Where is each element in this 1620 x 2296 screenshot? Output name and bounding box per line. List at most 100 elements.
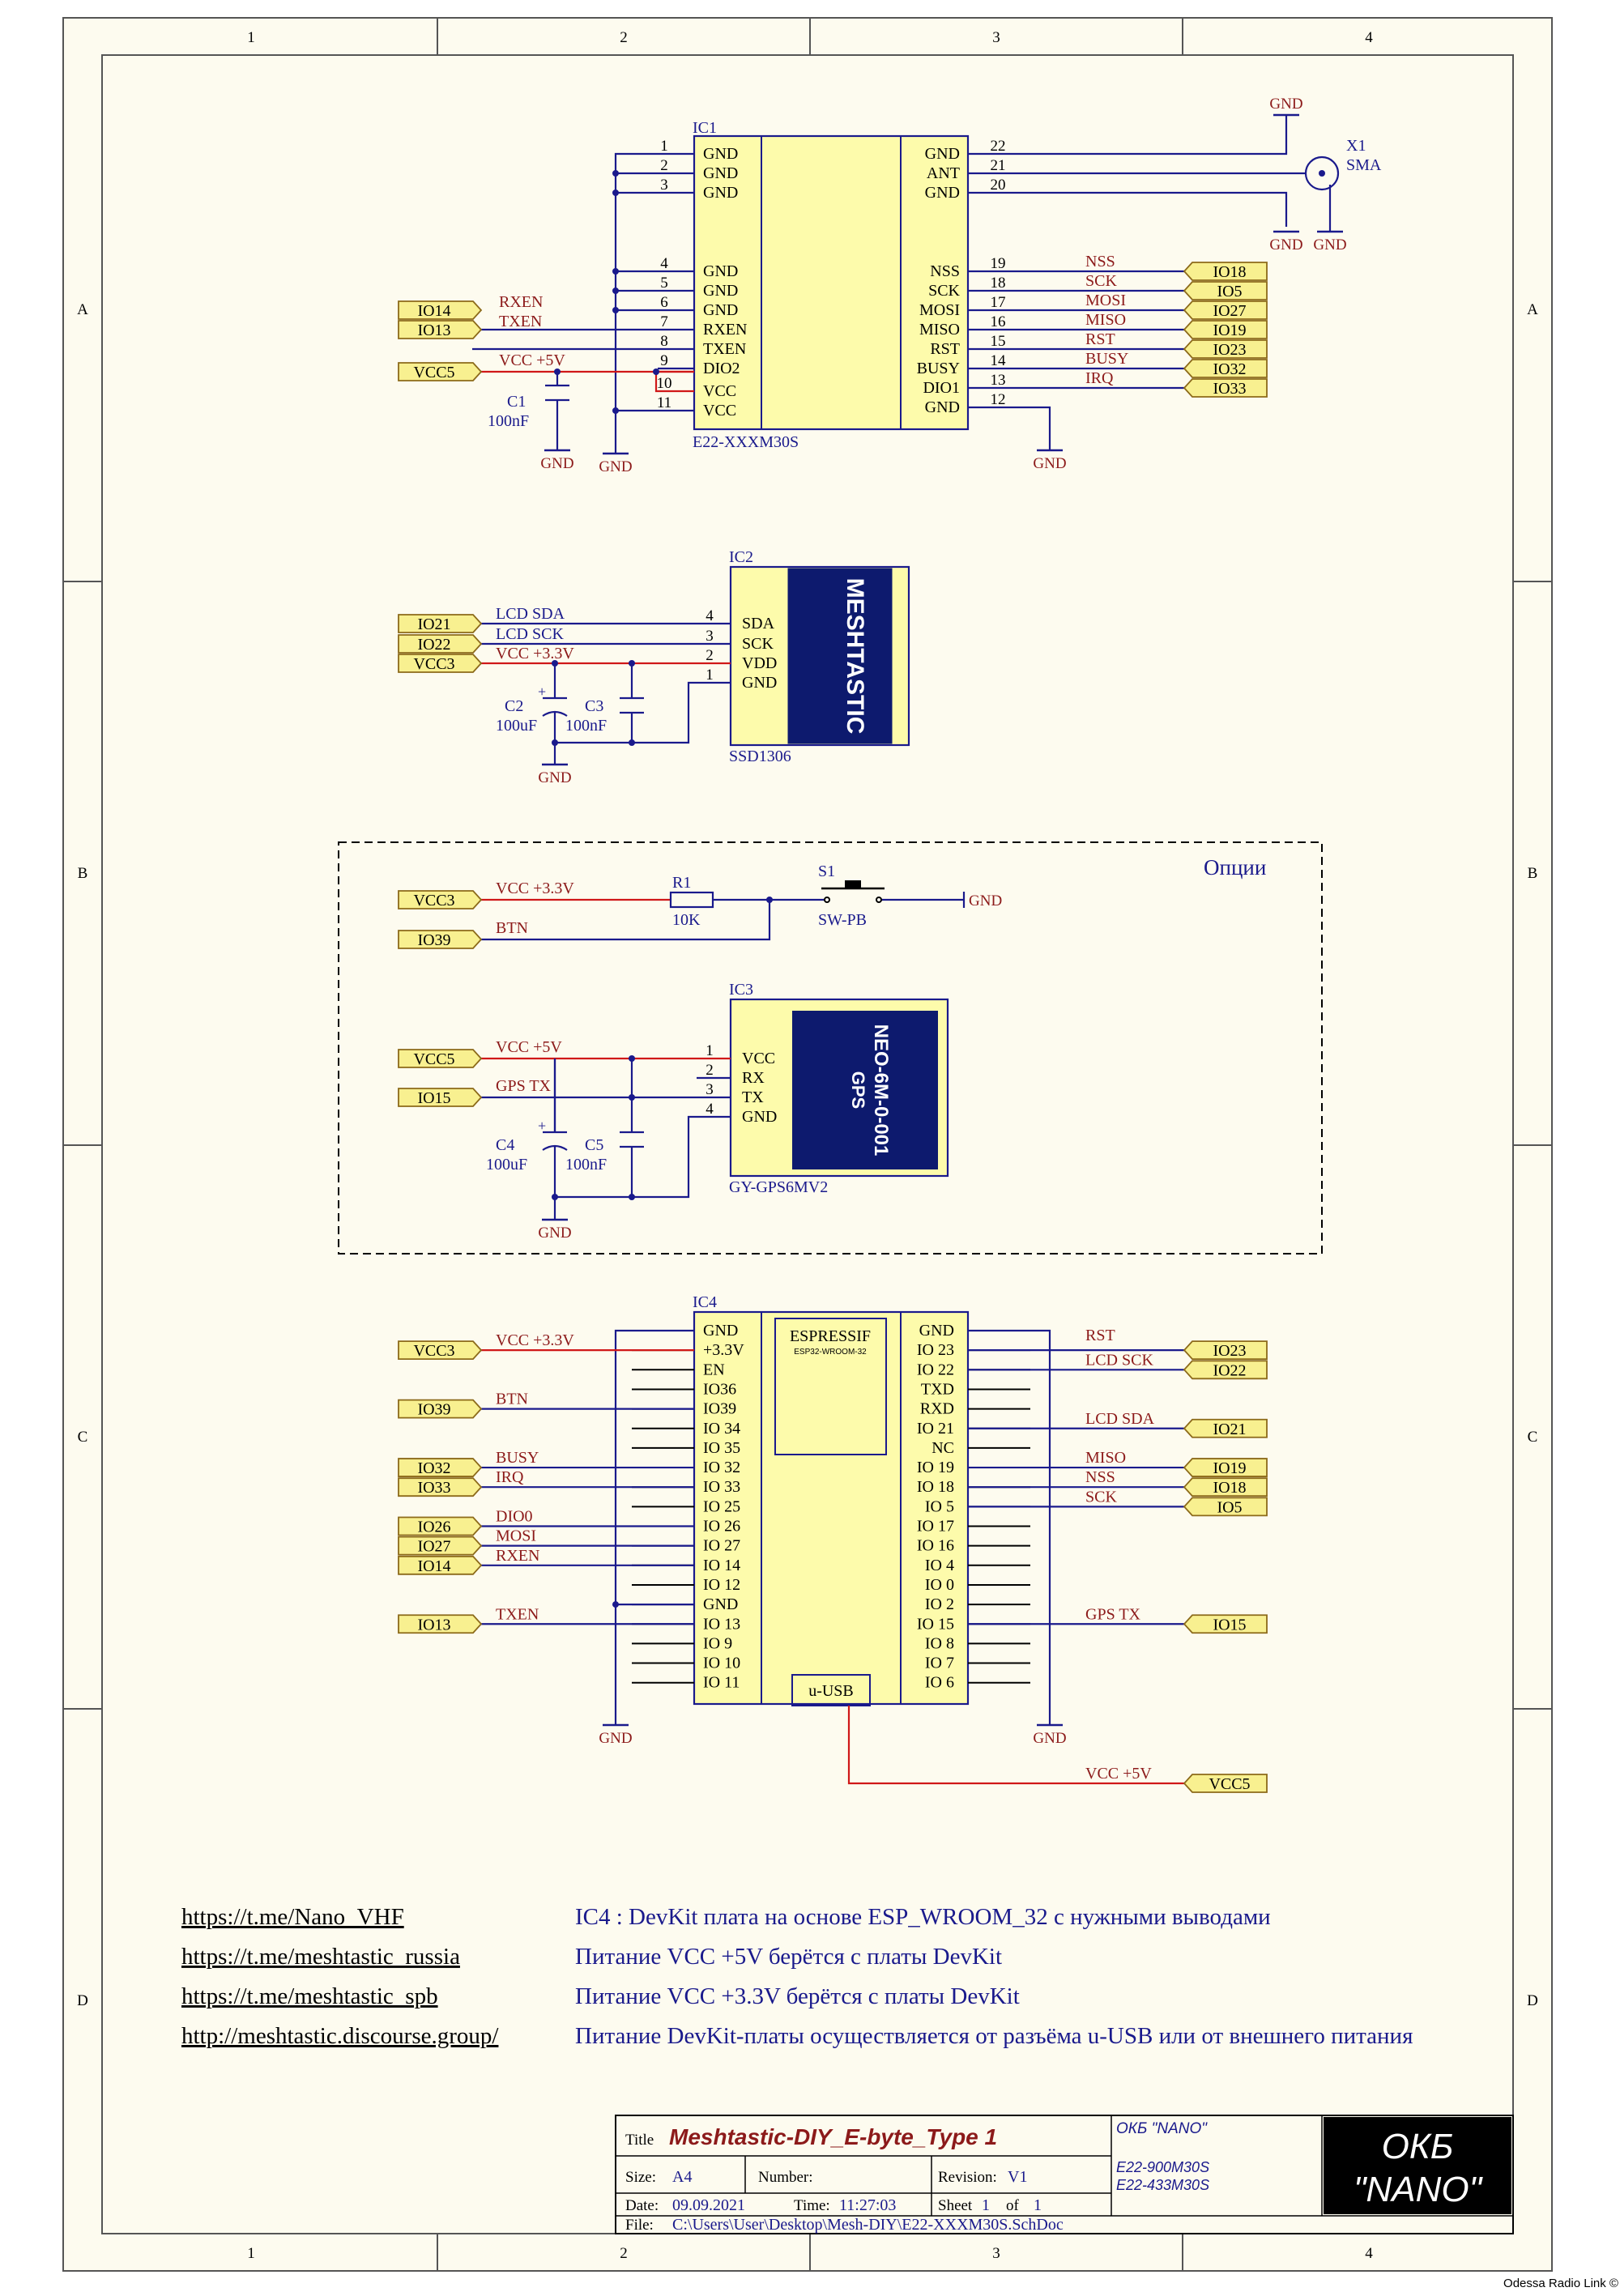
size-label: Size: bbox=[625, 2169, 656, 2186]
file-label: File: bbox=[625, 2217, 654, 2234]
ic4-right-pin: IO 19 bbox=[917, 1459, 954, 1476]
ic4-left-pin: IO 32 bbox=[703, 1459, 740, 1476]
ic2-pin-num: 1 bbox=[706, 667, 714, 684]
gnd-c1: GND bbox=[540, 449, 574, 472]
port-io18-label: IO18 bbox=[1213, 263, 1246, 281]
c5-ref: C5 bbox=[585, 1136, 603, 1154]
link-meshtastic-russia[interactable]: https://t.me/meshtastic_russia bbox=[181, 1944, 460, 1970]
links-list: https://t.me/Nano_VHF https://t.me/mesht… bbox=[181, 1904, 499, 2049]
ic1-net-rxen: RXEN bbox=[499, 293, 543, 311]
ic1-pin-name: RXEN bbox=[703, 321, 747, 339]
border-col-2-bottom: 2 bbox=[620, 2245, 628, 2262]
port-vcc5-label: VCC5 bbox=[413, 364, 454, 381]
ic1-pin-name: GND bbox=[925, 398, 960, 416]
ic4-right-pin: NC bbox=[932, 1439, 954, 1457]
ic4-left-net: TXEN bbox=[496, 1605, 539, 1623]
ic4-body bbox=[693, 1310, 970, 1706]
port-io23: IO23 bbox=[1183, 339, 1268, 359]
ic1-pin-name: GND bbox=[703, 164, 738, 182]
ic4-right-pin: IO 16 bbox=[917, 1537, 954, 1555]
note-devkit-power: Питание DevKit-платы осуществляется от р… bbox=[575, 2023, 1413, 2049]
port-ic4-io26-label: IO26 bbox=[417, 1519, 450, 1536]
ic4-right-net: SCK bbox=[1085, 1488, 1117, 1506]
port-ic4-io27: IO27 bbox=[398, 1536, 483, 1556]
ic4-model: ESP32-WROOM-32 bbox=[794, 1348, 867, 1357]
ic4-right-pin: IO 5 bbox=[925, 1497, 954, 1515]
ic4-right-pin: IO 15 bbox=[917, 1615, 954, 1633]
port-ic4-io33-label: IO33 bbox=[417, 1479, 450, 1497]
ic4-right-pin: RXD bbox=[920, 1400, 954, 1418]
ic1-pin-name: GND bbox=[703, 145, 738, 163]
ic4-esp32-devkit: IC4 ESPRESSIF ESP32-WROOM-32 u-USB GND+3… bbox=[693, 1293, 970, 1706]
c4-capacitor: + C4 100uF bbox=[486, 1118, 568, 1174]
ic1-pin-num: 9 bbox=[660, 352, 668, 369]
port-opt-io39: IO39 bbox=[398, 930, 483, 949]
ic1-pin-num: 21 bbox=[991, 157, 1006, 174]
ic2-pin-name: SCK bbox=[742, 635, 774, 653]
link-meshtastic-discourse[interactable]: http://meshtastic.discourse.group/ bbox=[181, 2023, 499, 2049]
gnd-ant-top: GND bbox=[1269, 96, 1303, 117]
port-io19: IO19 bbox=[1183, 320, 1268, 339]
ic1-net-label: IRQ bbox=[1085, 369, 1114, 387]
logo-line1: ОКБ bbox=[1382, 2127, 1454, 2166]
ic4-right-pin: IO 7 bbox=[925, 1655, 954, 1672]
ic1-pin-num: 22 bbox=[991, 138, 1006, 155]
logo-line2: "NANO" bbox=[1354, 2170, 1484, 2209]
options-frame bbox=[338, 841, 1323, 1254]
ic4-shield bbox=[774, 1318, 887, 1455]
port-ic2-vcc3: VCC3 bbox=[398, 654, 483, 673]
ic4-left-net: RXEN bbox=[496, 1547, 539, 1565]
port-io27: IO27 bbox=[1183, 300, 1268, 320]
link-nano-vhf[interactable]: https://t.me/Nano_VHF bbox=[181, 1904, 404, 1930]
ic1-pin-num: 15 bbox=[991, 333, 1006, 350]
port-ic2-io22-label: IO22 bbox=[417, 636, 450, 654]
s1-type: SW-PB bbox=[818, 911, 867, 929]
port-io27-label: IO27 bbox=[1213, 302, 1246, 320]
ic1-pin-num: 16 bbox=[991, 313, 1006, 330]
ic4-right-pin: IO 2 bbox=[925, 1595, 954, 1613]
port-ic4r-io21-label: IO21 bbox=[1213, 1421, 1246, 1438]
port-ic4-io27-label: IO27 bbox=[417, 1538, 450, 1556]
gnd-ic1-left: GND bbox=[599, 452, 633, 475]
title-value: Meshtastic-DIY_E-byte_Type 1 bbox=[669, 2124, 997, 2149]
ic1-pin-num: 2 bbox=[660, 157, 668, 174]
port-ic4-io26: IO26 bbox=[398, 1516, 483, 1536]
of-label: of bbox=[1006, 2197, 1020, 2214]
port-io23-label: IO23 bbox=[1213, 341, 1246, 359]
border-col-1-top: 1 bbox=[247, 29, 255, 46]
port-ic4-io39: IO39 bbox=[398, 1399, 483, 1419]
ic4-left-net: VCC +3.3V bbox=[496, 1331, 574, 1349]
border-col-1-bottom: 1 bbox=[247, 2245, 255, 2262]
border-row-a-right: A bbox=[1527, 301, 1538, 318]
port-ic4r-io19: IO19 bbox=[1183, 1458, 1268, 1477]
okb-nano-logo bbox=[1324, 2117, 1511, 2214]
ic1-pin-num: 19 bbox=[991, 255, 1006, 272]
ic4-right-pin: IO 17 bbox=[917, 1518, 954, 1536]
opt-net-vcc33: VCC +3.3V bbox=[496, 880, 574, 897]
ic4-right-pin: IO 22 bbox=[917, 1361, 954, 1378]
ic4-left-pin: IO 25 bbox=[703, 1497, 740, 1515]
port-ic4-io39-label: IO39 bbox=[417, 1401, 450, 1419]
gnd-sma: GND bbox=[1313, 230, 1347, 253]
ic1-pin-name: ANT bbox=[927, 164, 960, 182]
size-value: A4 bbox=[672, 2168, 692, 2186]
note-vcc5: Питание VCC +5V берётся с платы DevKit bbox=[575, 1944, 1002, 1970]
opt-net-btn: BTN bbox=[496, 919, 528, 937]
ic1-pin-name: GND bbox=[703, 282, 738, 300]
link-meshtastic-spb[interactable]: https://t.me/meshtastic_spb bbox=[181, 1983, 438, 2009]
port-ic4r-io5: IO5 bbox=[1183, 1497, 1268, 1516]
ic2-pin-num: 4 bbox=[706, 607, 714, 624]
gnd-label: GND bbox=[599, 1730, 632, 1747]
port-io13: IO13 bbox=[398, 320, 483, 339]
gnd-ic2: GND bbox=[538, 763, 572, 786]
gnd-ic1-pin12: GND bbox=[1033, 449, 1067, 472]
ic1-net-label: MISO bbox=[1085, 311, 1126, 329]
port-ic4-io33: IO33 bbox=[398, 1477, 483, 1497]
ic4-usb-label: u-USB bbox=[808, 1682, 854, 1700]
ic4-right-pin: TXD bbox=[921, 1380, 954, 1398]
ic4-left-net: DIO0 bbox=[496, 1508, 533, 1526]
gnd-label: GND bbox=[1269, 96, 1302, 113]
